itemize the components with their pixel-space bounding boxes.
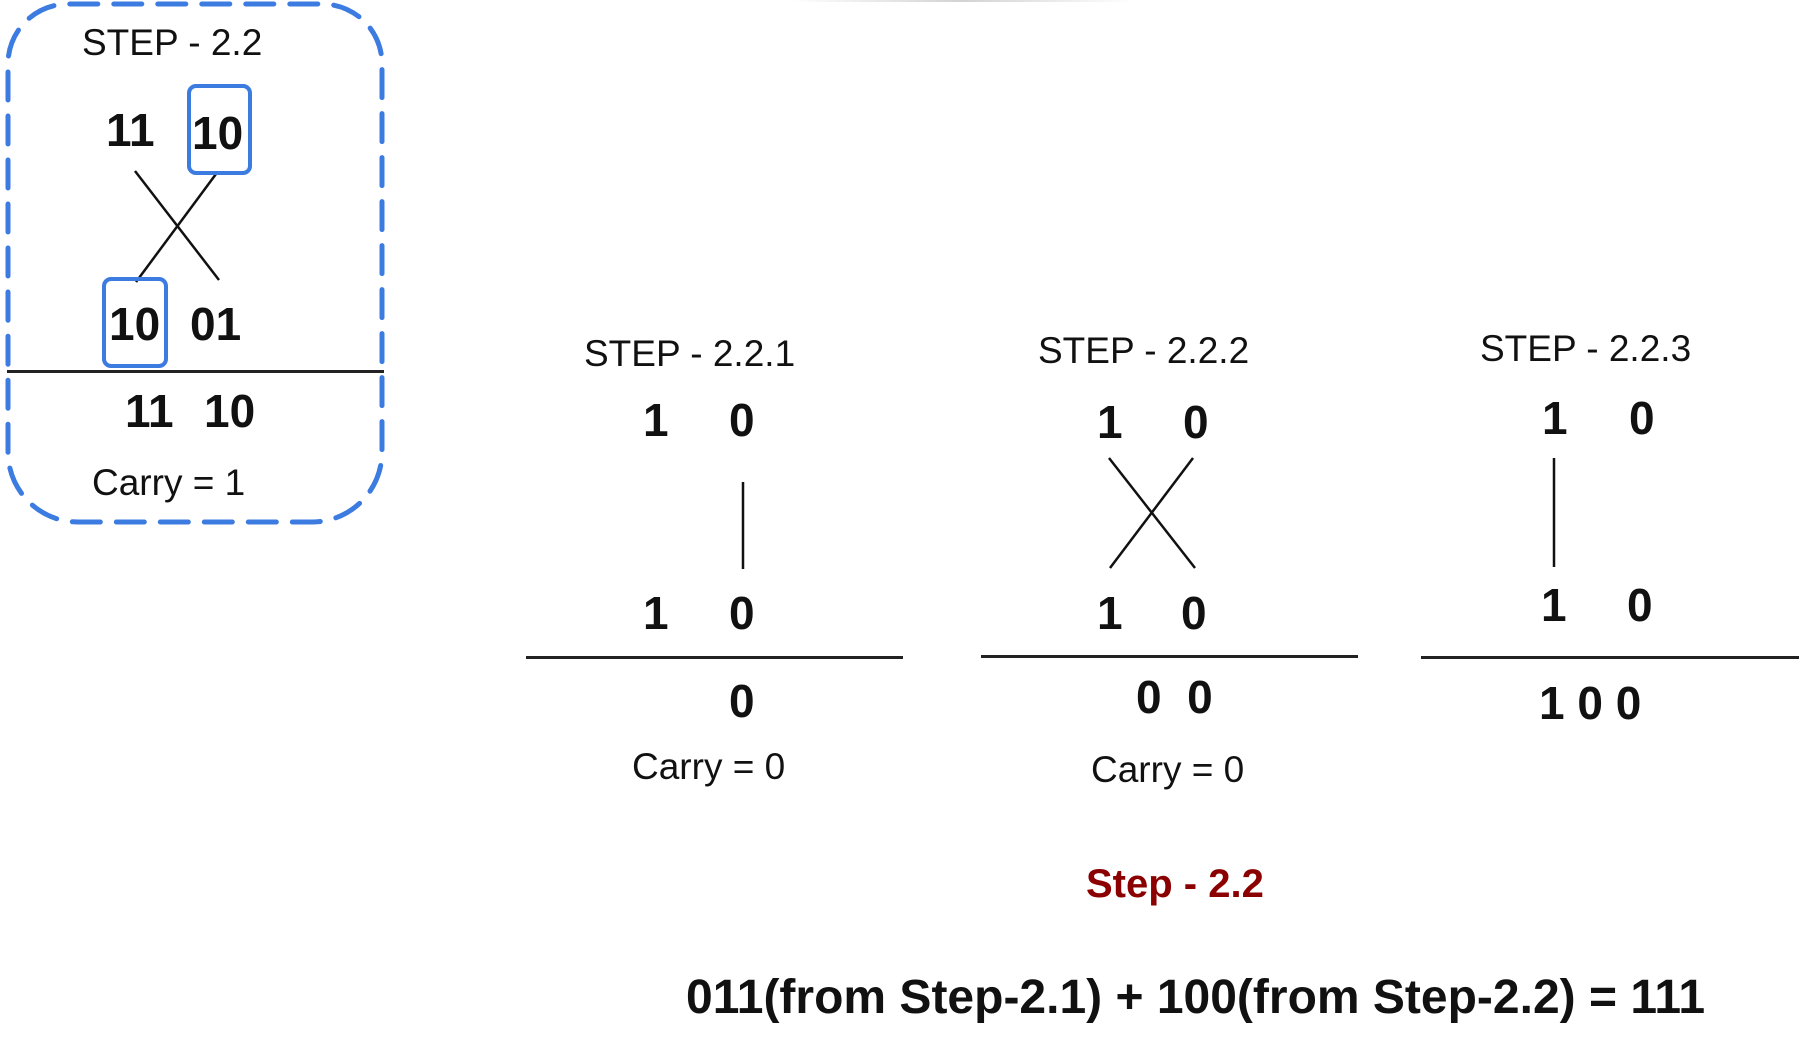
step-222-top-left: 1: [1097, 396, 1123, 448]
top-edge-shadow: [790, 0, 1135, 2]
step-221-rule: [526, 656, 903, 659]
step-222-title: STEP - 2.2.2: [1038, 330, 1250, 371]
step-221-top-left: 1: [643, 394, 669, 446]
dashed-panel-border: [5, 1, 385, 525]
left-panel-rule: [7, 370, 384, 373]
step-223-result: 1 0 0: [1539, 677, 1642, 729]
step-221-bottom-right: 0: [729, 587, 755, 639]
step-221-bottom-left: 1: [643, 587, 669, 639]
step-222-bottom-left: 1: [1097, 587, 1123, 639]
equation-text: 011(from Step-2.1) + 100(from Step-2.2) …: [686, 971, 1706, 1024]
left-bottom-left-digits: 10: [109, 298, 161, 350]
step-222-rule: [981, 655, 1358, 658]
step-221-top-right: 0: [729, 394, 755, 446]
left-result-right: 10: [204, 385, 256, 437]
left-panel-title: STEP - 2.2: [82, 22, 263, 63]
left-carry-text: Carry = 1: [92, 462, 246, 503]
step-221-carry: Carry = 0: [632, 746, 786, 787]
cross-line-b: [134, 173, 218, 283]
step-221-title: STEP - 2.2.1: [584, 333, 796, 374]
step-223-top-left: 1: [1542, 392, 1568, 444]
left-top-right-digits: 10: [192, 107, 244, 159]
step-label: Step - 2.2: [1086, 862, 1264, 906]
step-223-top-right: 0: [1629, 392, 1655, 444]
highlight-box-top: [187, 84, 252, 175]
step-222-carry: Carry = 0: [1091, 749, 1245, 790]
step-223-rule: [1421, 656, 1799, 659]
step-223-bottom-left: 1: [1541, 579, 1567, 631]
highlight-box-bottom: [102, 277, 168, 368]
step-222-result: 0 0: [1136, 671, 1213, 723]
left-bottom-right-digits: 01: [190, 298, 242, 350]
cross-line-222b: [1109, 457, 1194, 569]
step-223-title: STEP - 2.2.3: [1480, 328, 1692, 369]
left-result-left: 11: [125, 385, 174, 437]
step-222-bottom-right: 0: [1181, 587, 1207, 639]
step-222-top-right: 0: [1183, 396, 1209, 448]
step-221-result: 0: [729, 675, 755, 727]
step-223-bottom-right: 0: [1627, 579, 1653, 631]
left-top-left-digits: 11: [106, 104, 155, 156]
